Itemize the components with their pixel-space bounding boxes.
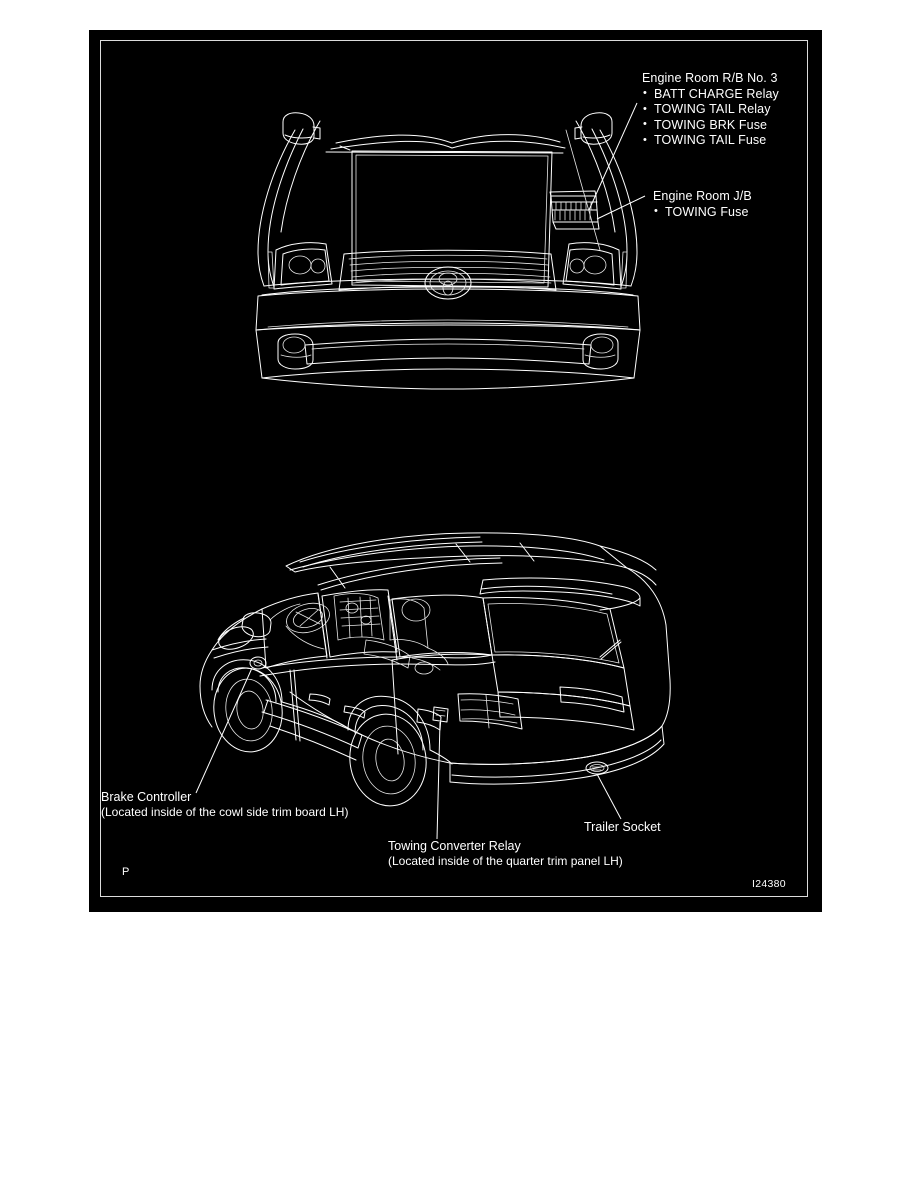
callout-list-item: TOWING TAIL Relay (642, 102, 779, 118)
callout-trailer-socket: Trailer Socket (584, 820, 661, 834)
callout-note: (Located inside of the quarter trim pane… (388, 854, 623, 868)
callout-list-item: TOWING TAIL Fuse (642, 133, 779, 149)
figure-id-label: I24380 (752, 878, 786, 890)
figure-border (100, 40, 808, 897)
callout-item-list: BATT CHARGE Relay TOWING TAIL Relay TOWI… (642, 86, 779, 149)
callout-list-item: TOWING BRK Fuse (642, 117, 779, 134)
callout-item-list: TOWING Fuse (653, 204, 752, 221)
page-mark: P (122, 866, 130, 878)
callout-engine-room-rb3: Engine Room R/B No. 3 BATT CHARGE Relay … (642, 71, 779, 149)
callout-header: Engine Room R/B No. 3 (642, 71, 778, 85)
callout-title: Brake Controller (101, 790, 192, 804)
callout-brake-controller: Brake Controller (Located inside of the … (101, 790, 348, 820)
callout-engine-room-jb: Engine Room J/B TOWING Fuse (653, 189, 752, 220)
callout-list-item: TOWING Fuse (653, 204, 752, 221)
callout-towing-converter-relay: Towing Converter Relay (Located inside o… (388, 839, 623, 869)
callout-title: Towing Converter Relay (388, 839, 521, 853)
callout-title: Trailer Socket (584, 820, 661, 834)
callout-note: (Located inside of the cowl side trim bo… (101, 805, 349, 819)
callout-list-item: BATT CHARGE Relay (642, 86, 779, 103)
callout-header: Engine Room J/B (653, 189, 752, 203)
